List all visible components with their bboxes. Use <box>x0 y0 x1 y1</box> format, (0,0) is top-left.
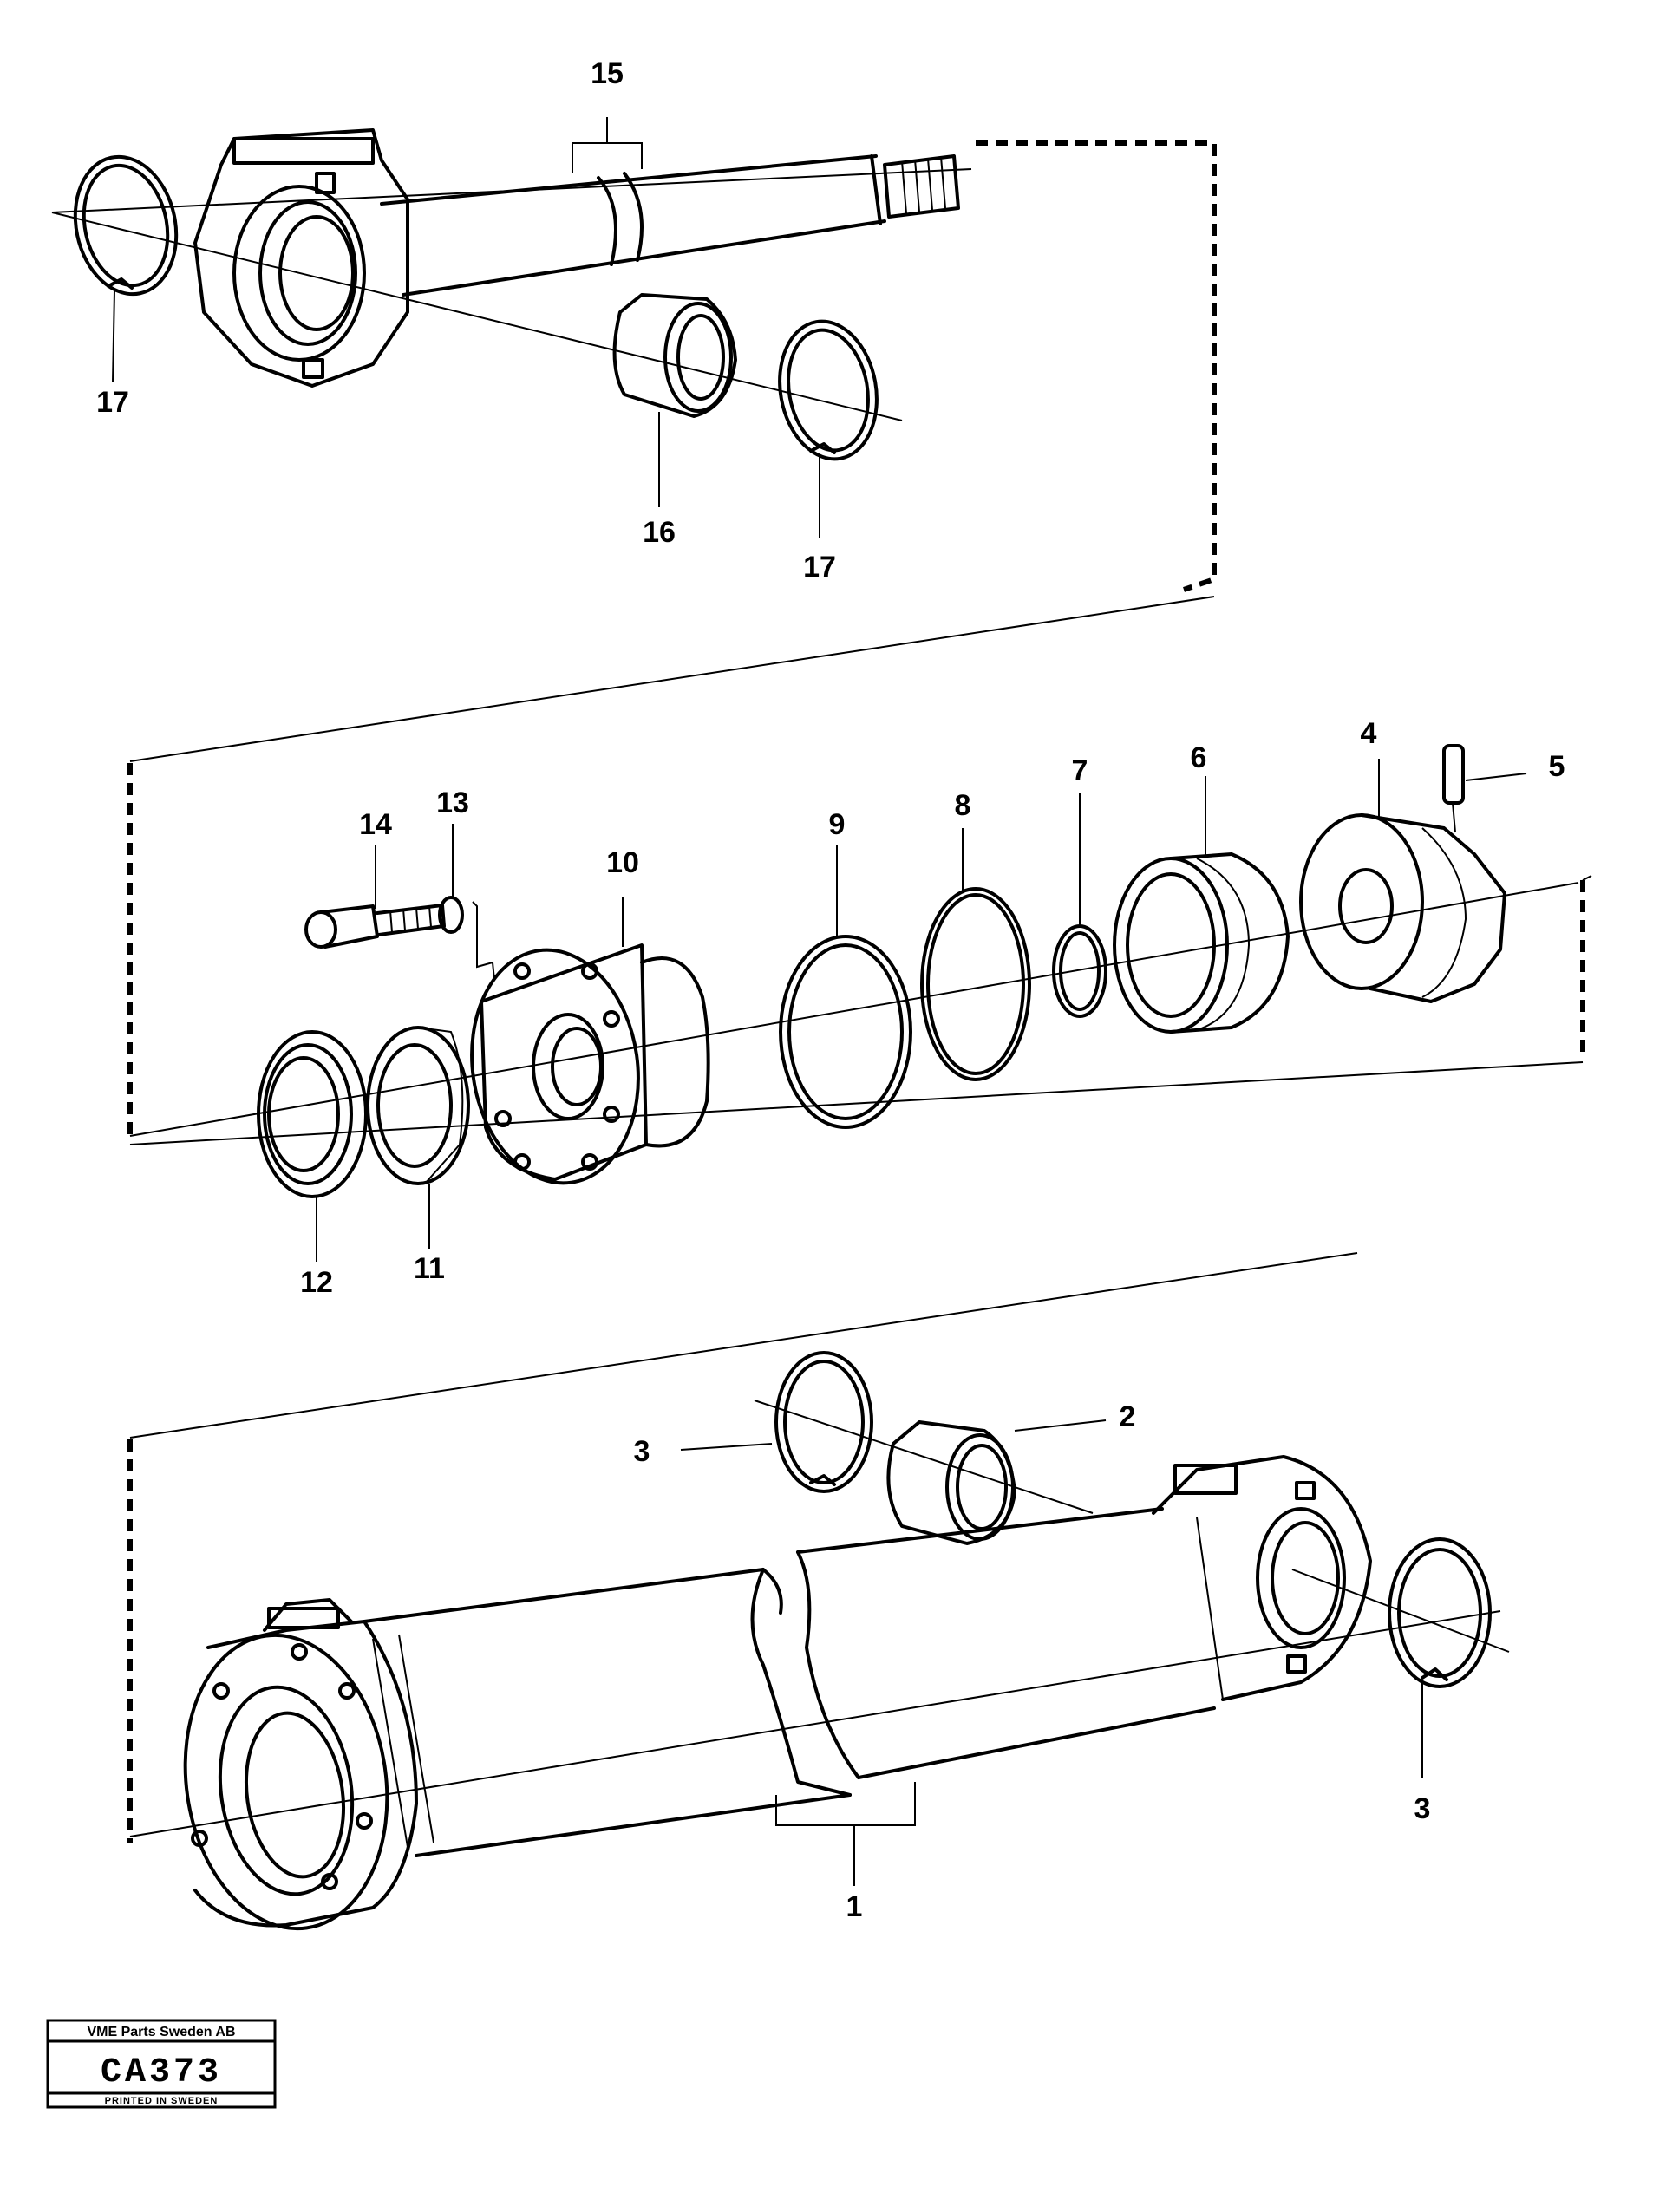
piston-10 <box>470 943 710 1185</box>
callout-3: 3 <box>1414 1792 1431 1825</box>
callout-labels: 15 17 16 17 14 13 10 9 8 7 6 4 5 12 11 3… <box>96 57 1565 1923</box>
piston-rod-group <box>51 117 1217 592</box>
o-ring-7 <box>1052 924 1107 1018</box>
rod-seal-11 <box>366 1026 470 1185</box>
callout-10: 10 <box>606 846 639 879</box>
retaining-ring-3-upper <box>774 1351 873 1493</box>
callout-11: 11 <box>414 1252 445 1285</box>
callout-12: 12 <box>300 1266 333 1299</box>
callout-4: 4 <box>1361 717 1377 750</box>
piston-rod-eye <box>193 128 409 388</box>
callout-2: 2 <box>1120 1400 1136 1433</box>
retaining-ring-17-right <box>778 319 879 461</box>
cylinder-tube-group <box>127 1252 1510 1931</box>
piston-head-group <box>127 596 1592 1262</box>
lock-washer-13 <box>438 896 495 981</box>
callout-6: 6 <box>1191 741 1207 774</box>
callout-14: 14 <box>359 808 392 841</box>
callout-7: 7 <box>1072 754 1088 787</box>
piston-guide-6 <box>1113 852 1290 1034</box>
spherical-bushing-2 <box>886 1420 1016 1545</box>
plate-code: CA373 <box>101 2053 222 2092</box>
callout-17: 17 <box>96 386 129 419</box>
wiper-seal-12 <box>257 1030 368 1198</box>
cylinder-head-4 <box>1299 813 1506 1003</box>
callout-5: 5 <box>1549 750 1565 783</box>
retaining-ring-3-lower <box>1388 1537 1492 1688</box>
callout-16: 16 <box>643 516 676 549</box>
piston-rod-shaft <box>380 154 960 297</box>
plug-pin-5 <box>1442 744 1527 805</box>
plate-company: VME Parts Sweden AB <box>87 2025 235 2039</box>
spherical-bushing-16 <box>612 293 737 418</box>
plate-printed: PRINTED IN SWEDEN <box>105 2096 219 2106</box>
retaining-ring-17-left <box>73 154 179 297</box>
callout-9: 9 <box>829 808 846 841</box>
cap-screw-14 <box>304 904 446 949</box>
callout-8: 8 <box>955 789 971 822</box>
callout-13: 13 <box>436 786 469 819</box>
callout-1: 1 <box>846 1890 863 1923</box>
callout-15: 15 <box>591 57 624 90</box>
callout-17: 17 <box>803 551 836 584</box>
seal-ring-9 <box>779 935 912 1129</box>
callout-3: 3 <box>634 1435 650 1468</box>
seal-ring-8 <box>920 887 1031 1081</box>
cylinder-tube-1 <box>183 1455 1372 1931</box>
parts-catalog-plate: VME Parts Sweden AB CA373 PRINTED IN SWE… <box>46 2019 277 2109</box>
